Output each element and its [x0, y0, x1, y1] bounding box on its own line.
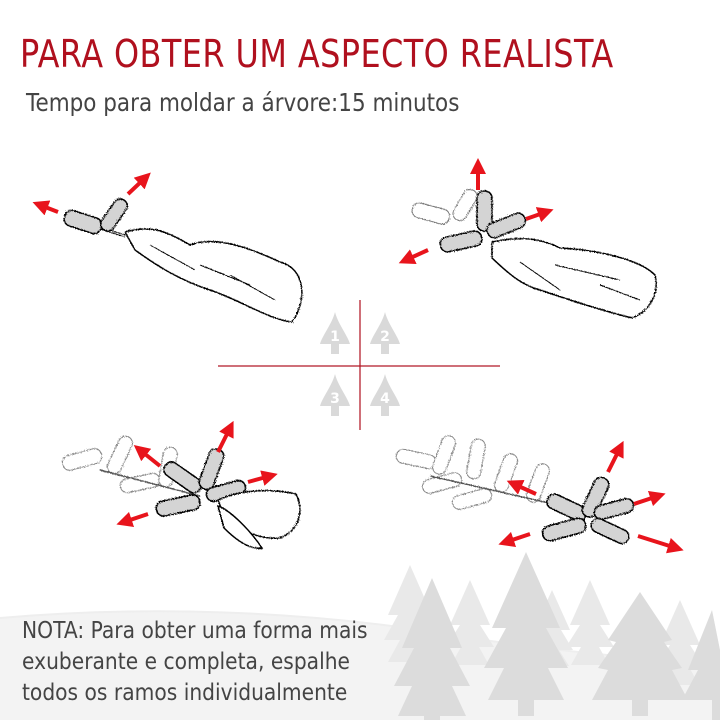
- step-4-number: 4: [380, 391, 390, 407]
- step-1-number: 1: [330, 329, 340, 345]
- note-line-2: exuberante e completa, espalhe: [22, 649, 350, 675]
- step-3-tree-icon: 3: [318, 372, 352, 422]
- note-line-1: NOTA: Para obter uma forma mais: [22, 618, 368, 644]
- step-1-branch: [63, 198, 303, 323]
- note-line-3: todos os ramos individualmente: [22, 680, 348, 706]
- step-2-tree-icon: 2: [368, 310, 402, 360]
- step-4-tree-icon: 4: [368, 372, 402, 422]
- step-4-branch: [395, 435, 635, 545]
- step-2-branch: [411, 188, 657, 319]
- page-title: PARA OBTER UM ASPECTO REALISTA: [20, 32, 614, 76]
- step-1-tree-icon: 1: [318, 310, 352, 360]
- step-3-number: 3: [330, 391, 340, 407]
- step-2-number: 2: [380, 329, 390, 345]
- step-3-branch: [61, 435, 301, 549]
- note-text: NOTA: Para obter uma forma mais exuberan…: [22, 616, 444, 709]
- shaping-time-subtitle: Tempo para moldar a árvore:15 minutos: [26, 88, 460, 117]
